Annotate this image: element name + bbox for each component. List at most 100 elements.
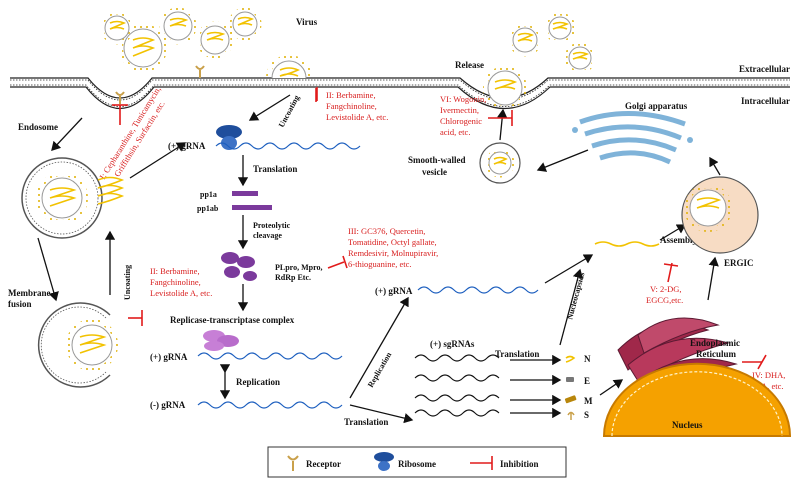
legend-receptor: Receptor: [306, 459, 341, 469]
svg-text:Chlorogenic: Chlorogenic: [440, 116, 482, 126]
receptor-icon: [115, 91, 125, 104]
gRNA-plus-wave: [197, 352, 343, 360]
released-rna-coil: [97, 176, 125, 205]
nucleus: [602, 362, 792, 437]
endosome-label: Endosome: [18, 122, 58, 132]
ergic: [681, 176, 759, 254]
protein-M-icon: [564, 395, 577, 404]
pp1a-label: pp1a: [200, 190, 217, 199]
pp1ab-label: pp1ab: [197, 204, 219, 213]
nsp-proteins: [221, 252, 257, 281]
inhibitor-II-left: II: Berbamine, Fangchinoline, Levistolid…: [150, 266, 212, 298]
legend-ribosome: Ribosome: [398, 459, 436, 469]
receptor-icon: [195, 65, 205, 78]
gRNA-mid-label: (+) gRNA: [375, 286, 413, 296]
svg-text:Levistolide A, etc.: Levistolide A, etc.: [326, 112, 388, 122]
svg-text:acid, etc.: acid, etc.: [440, 127, 470, 137]
virus-particle: [483, 66, 527, 110]
assembly-label: Assembly: [660, 235, 698, 245]
gRNA-mid-wave: [417, 286, 539, 294]
svg-text:Fangchinoline,: Fangchinoline,: [326, 101, 377, 111]
sgRNAs-label: (+) sgRNAs: [430, 339, 475, 349]
virus-particle: [544, 12, 576, 44]
ribosome-icon: [374, 452, 394, 471]
protein-N-label: N: [584, 354, 591, 364]
proteolytic-label: Proteolytic: [253, 221, 291, 230]
svg-text:EPA, etc.: EPA, etc.: [752, 381, 784, 391]
smooth-vesicle-label: Smooth-walled: [408, 155, 466, 165]
gRNA-minus-label: (-) gRNA: [150, 400, 186, 410]
translation-label-1: Translation: [253, 164, 297, 174]
virus-cluster-release: [483, 12, 596, 110]
uncoating-label-top: Uncoating: [277, 94, 301, 129]
smooth-vesicle-label-2: vesicle: [422, 167, 447, 177]
svg-text:II: Berbamine,: II: Berbamine,: [326, 90, 376, 100]
structural-proteins: [564, 355, 577, 420]
virus-particle: [100, 11, 134, 45]
ribosome-icon: [216, 125, 242, 150]
protein-E-label: E: [584, 376, 590, 386]
virus-particle: [228, 7, 262, 41]
smooth-walled-vesicle: [479, 142, 521, 184]
inhibitor-I: I: Cepharanthine, Tunicamycin, Griffiths…: [97, 84, 166, 181]
nucleocapsids-label: Nucleocapsids: [565, 271, 586, 320]
svg-text:I: Cepharanthine, Tunicamycin,: I: Cepharanthine, Tunicamycin,: [97, 84, 163, 181]
rdrp-label: RdRp Etc.: [275, 273, 311, 282]
cell-membrane: [10, 77, 790, 110]
replication-label-2: Replication: [366, 350, 394, 389]
uncoating-label-left: Uncoating: [123, 265, 132, 300]
legend: Receptor Ribosome Inhibition: [267, 446, 567, 478]
protein-S-label: S: [584, 410, 589, 420]
cleavage-label: cleavage: [253, 231, 282, 240]
gRNA-top-wave: [215, 142, 361, 150]
virus-particle: [564, 42, 596, 74]
virus-fusing: [266, 55, 312, 79]
gRNA-top-label: (+) gRNA: [168, 141, 206, 151]
membrane-fusion-label-2: fusion: [8, 299, 32, 309]
fusion-vesicle: [37, 302, 118, 388]
svg-text:V: 2-DG,: V: 2-DG,: [650, 284, 681, 294]
endosome: [21, 157, 103, 239]
replicase-label: Replicase-transcriptase complex: [170, 315, 295, 325]
sgRNA-wave-4: [414, 409, 500, 417]
svg-text:II: Berbamine,: II: Berbamine,: [150, 266, 200, 276]
svg-text:III: GC376, Quercetin,: III: GC376, Quercetin,: [348, 226, 425, 236]
receptor-icon: [287, 455, 299, 471]
inhibitor-V: V: 2-DG, EGCG,etc.: [646, 284, 683, 305]
virus-particle: [196, 21, 234, 59]
protein-E-icon: [566, 377, 574, 382]
gRNA-minus-wave: [197, 401, 343, 409]
region-intracellular: Intracellular: [741, 96, 790, 106]
inhibitor-III: III: GC376, Quercetin, Tomatidine, Octyl…: [348, 226, 438, 269]
translation-label-2: Translation: [344, 417, 388, 427]
svg-text:IV: DHA,: IV: DHA,: [752, 370, 785, 380]
svg-text:Levistolide A, etc.: Levistolide A, etc.: [150, 288, 212, 298]
virus-particle: [159, 7, 197, 45]
replicase-complex: [203, 330, 239, 351]
sgRNA-wave-2: [414, 374, 500, 382]
legend-inhibition: Inhibition: [500, 459, 539, 469]
svg-text:Fangchinoline,: Fangchinoline,: [150, 277, 201, 287]
protein-M-label: M: [584, 396, 593, 406]
translation-label-3: Translation: [495, 349, 539, 359]
svg-text:EGCG,etc.: EGCG,etc.: [646, 295, 683, 305]
release-label: Release: [455, 60, 484, 70]
sgRNA-wave-3: [414, 394, 500, 402]
inhibitor-IV: IV: DHA, EPA, etc.: [752, 370, 785, 391]
proteases-label: PLpro, Mpro,: [275, 263, 322, 272]
er-label: Endoplasmic: [690, 338, 740, 348]
svg-text:Remdesivir, Molnupiravir,: Remdesivir, Molnupiravir,: [348, 248, 438, 258]
pp1a-bar: [232, 191, 258, 196]
svg-text:Tomatidine, Octyl gallate,: Tomatidine, Octyl gallate,: [348, 237, 437, 247]
protein-N-icon: [565, 355, 576, 363]
sgRNA-wave-1: [414, 354, 500, 362]
region-extracellular: Extracellular: [739, 64, 790, 74]
inhibitor-VI: VI: Wogonin, Ivermectin, Chlorogenic aci…: [440, 94, 486, 137]
ergic-label: ERGIC: [724, 258, 754, 268]
virus-particle: [119, 24, 167, 72]
svg-text:VI: Wogonin,: VI: Wogonin,: [440, 94, 486, 104]
inhibition-icon: [470, 456, 493, 470]
protein-S-icon: [567, 411, 575, 420]
golgi-label: Golgi apparatus: [625, 101, 688, 111]
